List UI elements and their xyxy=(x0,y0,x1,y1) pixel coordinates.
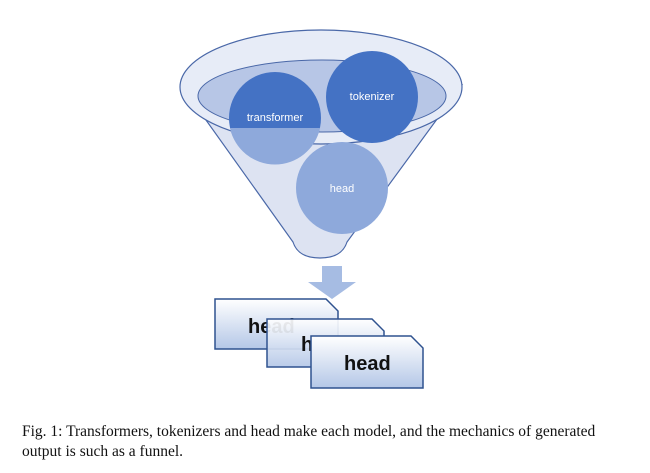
figure-caption: Fig. 1: Transformers, tokenizers and hea… xyxy=(22,423,596,460)
output-card-3-label: head xyxy=(344,353,391,375)
transformer-bubble-label: transformer xyxy=(247,112,304,124)
funnel-diagram: head transformer tokenizer head head hea… xyxy=(179,29,464,389)
output-card-3: head xyxy=(310,335,424,389)
down-arrow-icon xyxy=(308,266,356,299)
transformer-bubble-lower xyxy=(230,128,320,165)
head-bubble-label: head xyxy=(330,183,354,195)
tokenizer-bubble-label: tokenizer xyxy=(350,91,395,103)
tokenizer-bubble xyxy=(326,51,418,143)
head-bubble xyxy=(296,142,388,234)
